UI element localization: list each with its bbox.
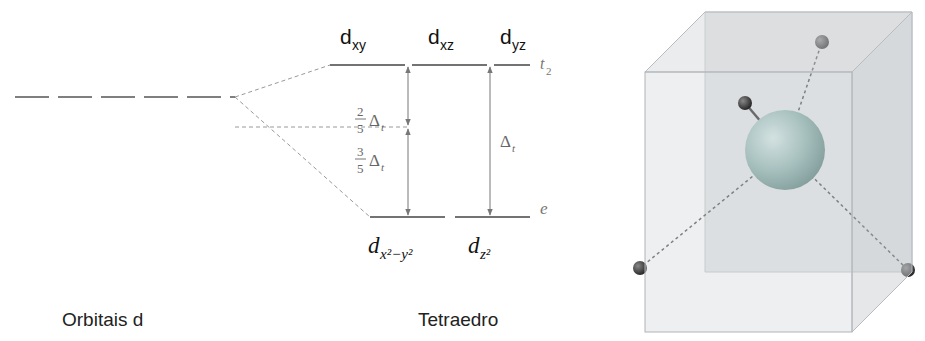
delta-symbol: Δ (369, 112, 380, 129)
energy-arrow (408, 67, 409, 125)
orbital-symbol: d (368, 234, 380, 257)
fraction-number: 5 (357, 122, 364, 135)
delta-subscript: t (381, 162, 384, 173)
delta-symbol: Δ (369, 152, 380, 169)
orbital-symbol: d (468, 234, 480, 257)
t2-level (330, 64, 405, 66)
fraction-bar (355, 159, 366, 160)
energy-arrow (408, 129, 409, 215)
orbital-symbol: d (428, 26, 440, 47)
orbital-subscript: xz (440, 38, 454, 52)
delta-subscript: t (512, 143, 515, 154)
panel-caption: Orbitais d (62, 310, 143, 329)
orbital-subscript: xy (352, 38, 366, 52)
e-level (455, 216, 530, 218)
level-symbol: e (540, 200, 548, 217)
panel-caption: Tetraedro (418, 310, 498, 329)
level-subscript: 2 (546, 66, 552, 77)
t2-level (412, 64, 487, 66)
e-level (370, 216, 445, 218)
guide-line (235, 65, 330, 97)
orbital-subscript: yz (512, 38, 526, 52)
orbital-subscript: x²−y² (380, 247, 412, 262)
fraction-number: 2 (357, 105, 364, 118)
delta-symbol: Δ (500, 133, 511, 150)
orbital-symbol: d (340, 26, 352, 47)
orbital-symbol: d (500, 26, 512, 47)
orbital-subscript: z² (480, 247, 490, 262)
fraction-bar (355, 119, 366, 120)
guide-line (235, 97, 370, 217)
tetrahedron-cube (633, 12, 915, 332)
fraction-number: 3 (357, 145, 364, 158)
fraction-number: 5 (357, 162, 364, 175)
t2-level (494, 64, 530, 66)
energy-arrow (490, 67, 491, 215)
delta-subscript: t (381, 122, 384, 133)
level-symbol: t (540, 56, 544, 72)
free-ion-level (15, 96, 235, 98)
